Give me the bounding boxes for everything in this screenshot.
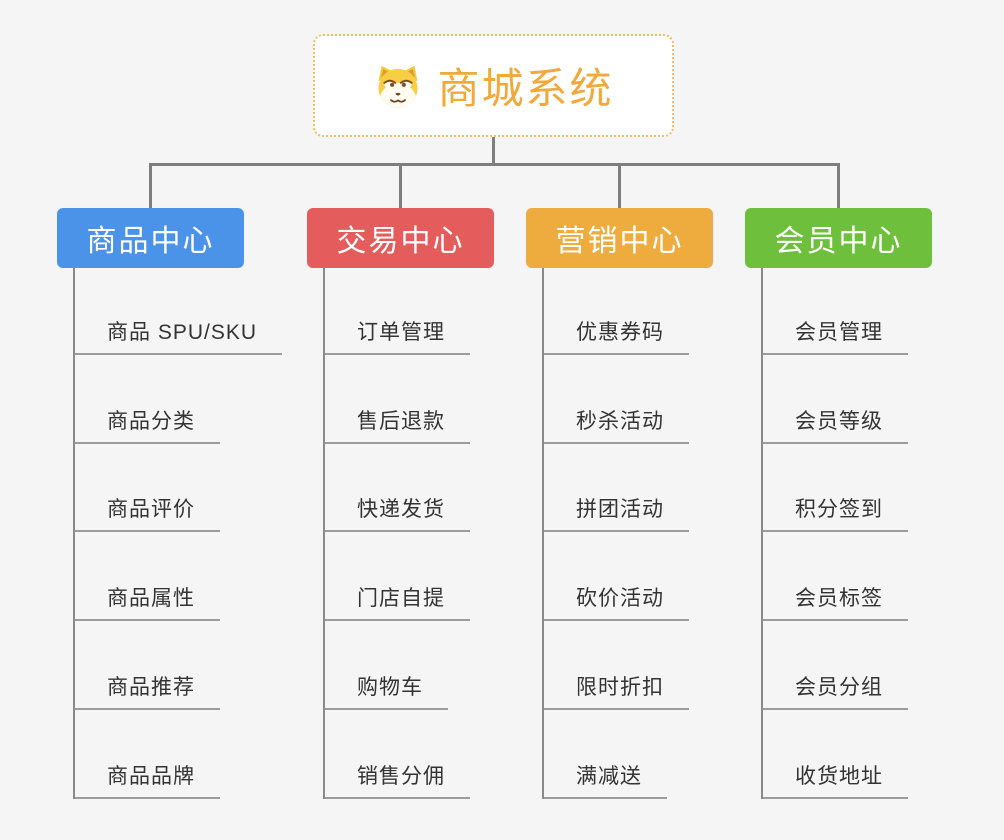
leaf-row: 限时折扣 — [542, 621, 689, 710]
leaf-row: 售后退款 — [323, 355, 470, 444]
leaf-row: 门店自提 — [323, 532, 470, 622]
leaf-row: 收货地址 — [761, 710, 908, 799]
leaf-row: 秒杀活动 — [542, 355, 689, 444]
leaf-row: 会员标签 — [761, 532, 908, 622]
branch-connector-line — [323, 266, 325, 799]
branch-connector-line — [73, 266, 75, 799]
branch-connector-line — [542, 266, 544, 799]
leaf-row: 销售分佣 — [323, 710, 470, 799]
branch-node[interactable]: 交易中心 — [307, 208, 494, 268]
root-node[interactable]: 商城系统 — [313, 34, 674, 137]
leaf-node[interactable]: 快递发货 — [323, 493, 470, 533]
branch-node[interactable]: 商品中心 — [57, 208, 244, 268]
leaf-node[interactable]: 会员标签 — [761, 582, 908, 622]
leaf-node[interactable]: 商品 SPU/SKU — [73, 316, 283, 355]
leaf-row: 商品评价 — [73, 444, 282, 533]
leaf-row: 商品品牌 — [73, 710, 282, 799]
leaf-node[interactable]: 商品分类 — [73, 405, 220, 444]
leaf-node[interactable]: 收货地址 — [761, 760, 908, 799]
leaf-node[interactable]: 销售分佣 — [323, 760, 470, 799]
branch-node[interactable]: 营销中心 — [526, 208, 713, 268]
leaf-row: 满减送 — [542, 710, 689, 799]
leaf-node[interactable]: 会员等级 — [761, 405, 908, 444]
leaf-node[interactable]: 会员分组 — [761, 671, 908, 710]
leaf-row: 砍价活动 — [542, 532, 689, 622]
leaf-node[interactable]: 满减送 — [542, 760, 667, 799]
branch-column: 优惠券码秒杀活动拼团活动砍价活动限时折扣满减送 — [542, 266, 689, 799]
branch-connector-line — [761, 266, 763, 799]
leaf-node[interactable]: 订单管理 — [323, 316, 470, 355]
leaf-row: 订单管理 — [323, 266, 470, 355]
leaf-node[interactable]: 商品属性 — [73, 582, 220, 622]
leaf-row: 购物车 — [323, 621, 470, 710]
leaf-row: 优惠券码 — [542, 266, 689, 355]
branch-column: 订单管理售后退款快递发货门店自提购物车销售分佣 — [323, 266, 470, 799]
leaf-row: 会员等级 — [761, 355, 908, 444]
leaf-node[interactable]: 积分签到 — [761, 493, 908, 533]
leaf-row: 积分签到 — [761, 444, 908, 533]
leaf-row: 商品 SPU/SKU — [73, 266, 283, 355]
leaf-node[interactable]: 商品品牌 — [73, 760, 220, 799]
leaf-row: 拼团活动 — [542, 444, 689, 533]
leaf-node[interactable]: 砍价活动 — [542, 582, 689, 622]
leaf-row: 会员管理 — [761, 266, 908, 355]
leaf-node[interactable]: 限时折扣 — [542, 671, 689, 710]
dog-face-icon — [378, 65, 419, 108]
leaf-node[interactable]: 拼团活动 — [542, 493, 689, 533]
leaf-node[interactable]: 会员管理 — [761, 316, 908, 355]
branch-column: 会员管理会员等级积分签到会员标签会员分组收货地址 — [761, 266, 908, 799]
leaf-node[interactable]: 售后退款 — [323, 405, 470, 444]
leaf-row: 快递发货 — [323, 444, 470, 533]
leaf-row: 商品分类 — [73, 355, 282, 444]
leaf-row: 商品推荐 — [73, 621, 282, 710]
branch-node[interactable]: 会员中心 — [745, 208, 932, 268]
leaf-node[interactable]: 商品推荐 — [73, 671, 220, 710]
root-node-label: 商城系统 — [437, 65, 614, 112]
leaf-node[interactable]: 优惠券码 — [542, 316, 689, 355]
leaf-node[interactable]: 购物车 — [323, 671, 448, 710]
leaf-node[interactable]: 门店自提 — [323, 582, 470, 622]
branch-column: 商品 SPU/SKU 商品分类商品评价商品属性商品推荐商品品牌 — [73, 266, 283, 799]
leaf-row: 会员分组 — [761, 621, 908, 710]
leaf-node[interactable]: 商品评价 — [73, 493, 220, 533]
leaf-node[interactable]: 秒杀活动 — [542, 405, 689, 444]
leaf-row: 商品属性 — [73, 532, 282, 622]
